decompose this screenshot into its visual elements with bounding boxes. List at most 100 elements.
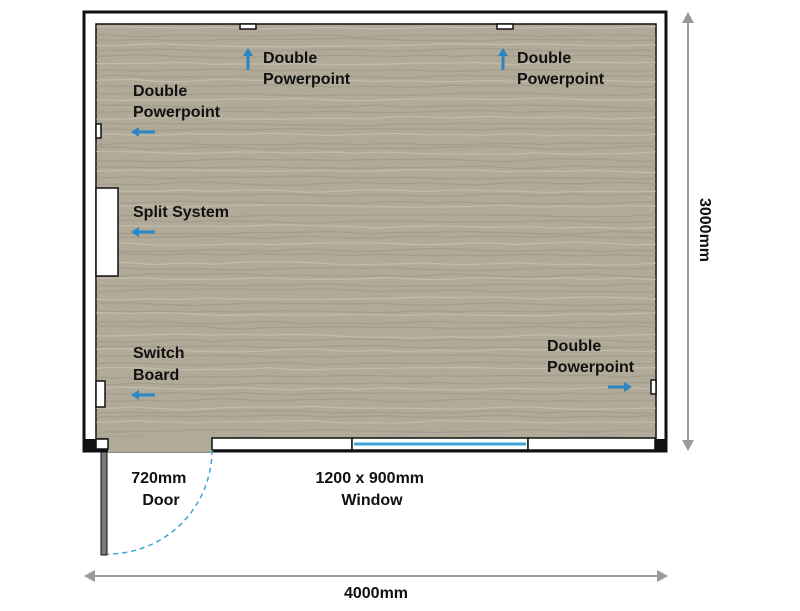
grain-line bbox=[96, 213, 656, 218]
powerpoint-top-2-label: Double Powerpoint bbox=[517, 50, 605, 88]
powerpoint-right-outlet bbox=[650, 379, 657, 395]
grain-line bbox=[96, 354, 656, 359]
wall-segment-1 bbox=[211, 437, 353, 451]
grain-line bbox=[96, 122, 656, 127]
grain-line bbox=[96, 333, 656, 339]
arrow-left-icon bbox=[131, 390, 155, 400]
grain-line bbox=[96, 127, 656, 132]
grain-line bbox=[96, 37, 656, 42]
grain-line bbox=[96, 301, 656, 307]
grain-line bbox=[96, 150, 656, 155]
grain-line bbox=[96, 409, 656, 414]
grain-line bbox=[96, 142, 656, 146]
grain-line bbox=[96, 97, 656, 102]
grain-line bbox=[96, 104, 656, 109]
grain-line bbox=[96, 157, 656, 163]
grain-line bbox=[96, 288, 656, 293]
arrow-right-icon bbox=[657, 570, 668, 582]
door-jamb bbox=[95, 438, 109, 450]
grain-line bbox=[96, 405, 656, 410]
powerpoint-left-label: Double Powerpoint bbox=[133, 83, 221, 121]
grain-line bbox=[96, 241, 656, 246]
grain-line bbox=[96, 414, 656, 419]
grain-line bbox=[96, 320, 656, 325]
split-system-label: Split System bbox=[133, 204, 229, 221]
arrow-up-icon bbox=[682, 12, 694, 23]
grain-line bbox=[96, 74, 656, 79]
grain-line bbox=[96, 296, 656, 301]
grain-line bbox=[96, 386, 656, 391]
door-swing-arc bbox=[107, 449, 213, 555]
height-dimension-label: 3000mm bbox=[696, 198, 713, 262]
door-opening bbox=[108, 437, 212, 452]
grain-line bbox=[96, 252, 656, 257]
grain-line bbox=[96, 230, 656, 236]
grain-line bbox=[96, 235, 656, 240]
grain-line bbox=[96, 132, 656, 137]
grain-line bbox=[96, 78, 656, 83]
powerpoint-top-1-label: Double Powerpoint bbox=[263, 50, 351, 88]
arrow-right-icon bbox=[608, 382, 632, 392]
grain-line bbox=[96, 175, 656, 180]
grain-line bbox=[96, 247, 656, 253]
grain-line bbox=[96, 68, 656, 72]
grain-line bbox=[96, 398, 656, 403]
grain-line bbox=[96, 344, 656, 350]
grain-line bbox=[96, 273, 656, 278]
grain-line bbox=[96, 276, 656, 281]
grain-line bbox=[96, 42, 656, 48]
grain-line bbox=[96, 312, 656, 317]
grain-line bbox=[96, 308, 656, 314]
grain-line bbox=[96, 374, 656, 379]
grain-line bbox=[96, 325, 656, 330]
grain-line bbox=[96, 361, 656, 366]
arrow-down-icon bbox=[682, 440, 694, 451]
door-label: 720mm Door bbox=[131, 470, 191, 509]
grain-line bbox=[96, 54, 656, 59]
grain-line bbox=[96, 391, 656, 396]
grain-line bbox=[96, 219, 656, 224]
grain-line bbox=[96, 224, 656, 229]
arrow-left-icon bbox=[84, 570, 95, 582]
grain-line bbox=[96, 348, 656, 353]
wood-grain bbox=[96, 25, 656, 439]
grain-line bbox=[96, 381, 656, 386]
grain-line bbox=[96, 366, 656, 371]
grain-line bbox=[96, 34, 656, 38]
arrow-up-icon bbox=[498, 48, 508, 70]
grain-line bbox=[96, 181, 656, 187]
grain-line bbox=[96, 25, 656, 30]
arrow-left-icon bbox=[131, 127, 155, 137]
split-system-unit bbox=[95, 187, 119, 277]
grain-line bbox=[96, 109, 656, 114]
switch-board-label: Switch Board bbox=[133, 345, 189, 384]
powerpoint-left-outlet bbox=[95, 123, 102, 139]
grain-line bbox=[96, 189, 656, 194]
grain-line bbox=[96, 338, 656, 343]
grain-line bbox=[96, 266, 656, 272]
powerpoint-top-1-outlet bbox=[239, 23, 257, 30]
grain-line bbox=[96, 145, 656, 151]
grain-line bbox=[96, 115, 656, 120]
grain-line bbox=[96, 428, 656, 434]
window-label: 1200 x 900mm Window bbox=[316, 470, 429, 509]
timber-floor bbox=[95, 23, 657, 440]
grain-line bbox=[96, 47, 656, 53]
grain-line bbox=[96, 84, 656, 88]
powerpoint-right-label: Double Powerpoint bbox=[547, 338, 635, 376]
grain-line bbox=[96, 169, 656, 174]
grain-line bbox=[96, 192, 656, 198]
wall-segment-2 bbox=[527, 437, 656, 451]
grain-line bbox=[96, 283, 656, 288]
arrow-up-icon bbox=[243, 48, 253, 70]
grain-line bbox=[96, 204, 656, 208]
powerpoint-top-2-outlet bbox=[496, 23, 514, 30]
door-leaf bbox=[100, 451, 108, 556]
arrow-left-icon bbox=[131, 227, 155, 237]
grain-line bbox=[96, 420, 656, 424]
grain-line bbox=[96, 92, 656, 97]
grain-line bbox=[96, 165, 656, 170]
switch-board-unit bbox=[95, 380, 106, 408]
grain-line bbox=[96, 261, 656, 266]
